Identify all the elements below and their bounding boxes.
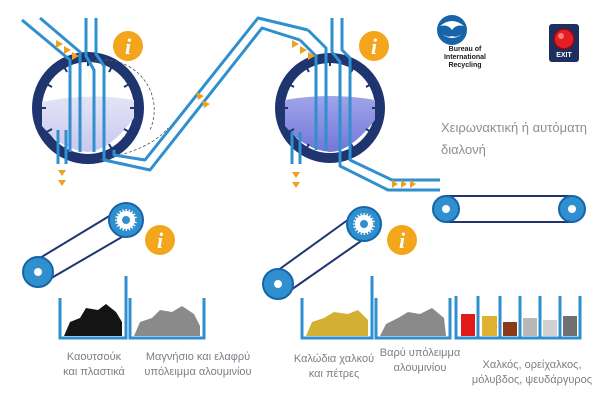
bin-label-magnesium: Μαγνήσιο και ελαφρύ υπόλειμμα αλουμινίου: [144, 351, 252, 378]
sorting-heading: Χειρωνακτική ή αυτόματη διαλονή: [441, 117, 587, 161]
svg-text:i: i: [157, 228, 164, 253]
collection-bin-group-3: [454, 296, 582, 340]
bir-logo-text: Bureau of International Recycling: [436, 46, 494, 70]
bir-logo-icon: [437, 15, 467, 45]
heading-line-1: Χειρωνακτική ή αυτόματη: [441, 120, 587, 135]
info-icon-4[interactable]: i: [387, 225, 417, 255]
svg-text:i: i: [371, 34, 378, 59]
bin-label-copper-wire: Καλώδια χαλκού και πέτρες: [293, 353, 375, 380]
bir-line-3: Recycling: [448, 62, 482, 69]
bir-line-1: Bureau of: [448, 46, 482, 53]
magnetic-conveyor-1: [22, 202, 144, 288]
collection-bin-group-1: [58, 276, 206, 340]
separation-drum-2: [275, 53, 385, 163]
exit-label: EXIT: [556, 52, 572, 59]
info-icon-2[interactable]: i: [359, 31, 389, 61]
flow-arrows: [56, 40, 416, 188]
exit-button-graphic: [549, 24, 579, 62]
sorting-conveyor: [432, 195, 586, 223]
svg-text:i: i: [399, 228, 406, 253]
magnetic-conveyor-2: [262, 206, 382, 300]
bin-label-rubber-plastics: Καουτσούκ και πλαστικά: [63, 351, 125, 378]
feed-chute-1: [21, 16, 106, 164]
bin-label-heavy-aluminium: Βαρύ υπόλειμμα αλουμινίου: [379, 347, 461, 374]
collection-bin-group-2: [300, 276, 452, 340]
svg-text:i: i: [125, 34, 132, 59]
exit-button[interactable]: EXIT: [547, 22, 581, 64]
info-icon-3[interactable]: i: [145, 225, 175, 255]
heading-line-2: διαλονή: [441, 142, 486, 157]
info-icon-1[interactable]: i: [113, 31, 143, 61]
transfer-pipe: [102, 16, 309, 172]
bir-line-2: International: [443, 54, 486, 61]
bin-label-metals: Χαλκός, ορείχαλκος, μόλυβδος, ψευδάργυρο…: [471, 359, 593, 386]
feed-chute-2: [290, 18, 440, 192]
